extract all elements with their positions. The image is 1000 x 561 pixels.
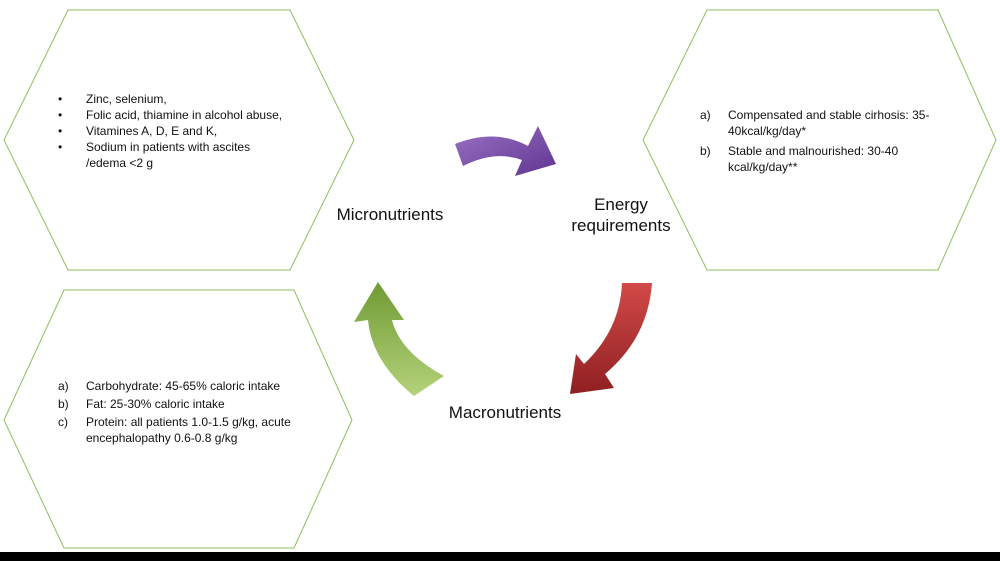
arrow-micro-to-energy [455, 126, 556, 176]
list-item: a)Carbohydrate: 45-65% caloric intake [58, 379, 281, 393]
list-item: a)Compensated and stable cirhosis: 35-40… [700, 108, 930, 138]
arrow-energy-to-macro [570, 283, 652, 394]
list-item: •Zinc, selenium, [58, 92, 167, 106]
energy-hexagon [642, 9, 997, 271]
energy-label-line2: requirements [571, 216, 671, 235]
list-item: •Vitamines A, D, E and K, [58, 124, 218, 138]
macronutrients-label: Macronutrients [448, 403, 562, 422]
energy-list: a)Compensated and stable cirhosis: 35-40… [700, 107, 932, 175]
list-item: •Folic acid, thiamine in alcohol abuse, [58, 108, 283, 122]
list-item: b)Stable and malnourished: 30-40 kcal/kg… [700, 144, 899, 174]
bottom-border [0, 552, 1000, 561]
micronutrients-hexagon [3, 9, 355, 271]
energy-label-line1: Energy [594, 195, 648, 214]
list-item: •Sodium in patients with ascites /edema … [58, 140, 251, 170]
arrow-macro-to-micro [354, 282, 444, 396]
macronutrients-hexagon [3, 289, 353, 549]
energy-requirements-label: Energy requirements [556, 194, 686, 236]
micronutrients-list: •Zinc, selenium, •Folic acid, thiamine i… [58, 91, 288, 171]
list-item: b)Fat: 25-30% caloric intake [58, 397, 225, 411]
list-item: c)Protein: all patients 1.0-1.5 g/kg, ac… [58, 415, 291, 445]
micronutrients-label: Micronutrients [336, 205, 444, 224]
macronutrients-list: a)Carbohydrate: 45-65% caloric intake b)… [58, 378, 303, 446]
